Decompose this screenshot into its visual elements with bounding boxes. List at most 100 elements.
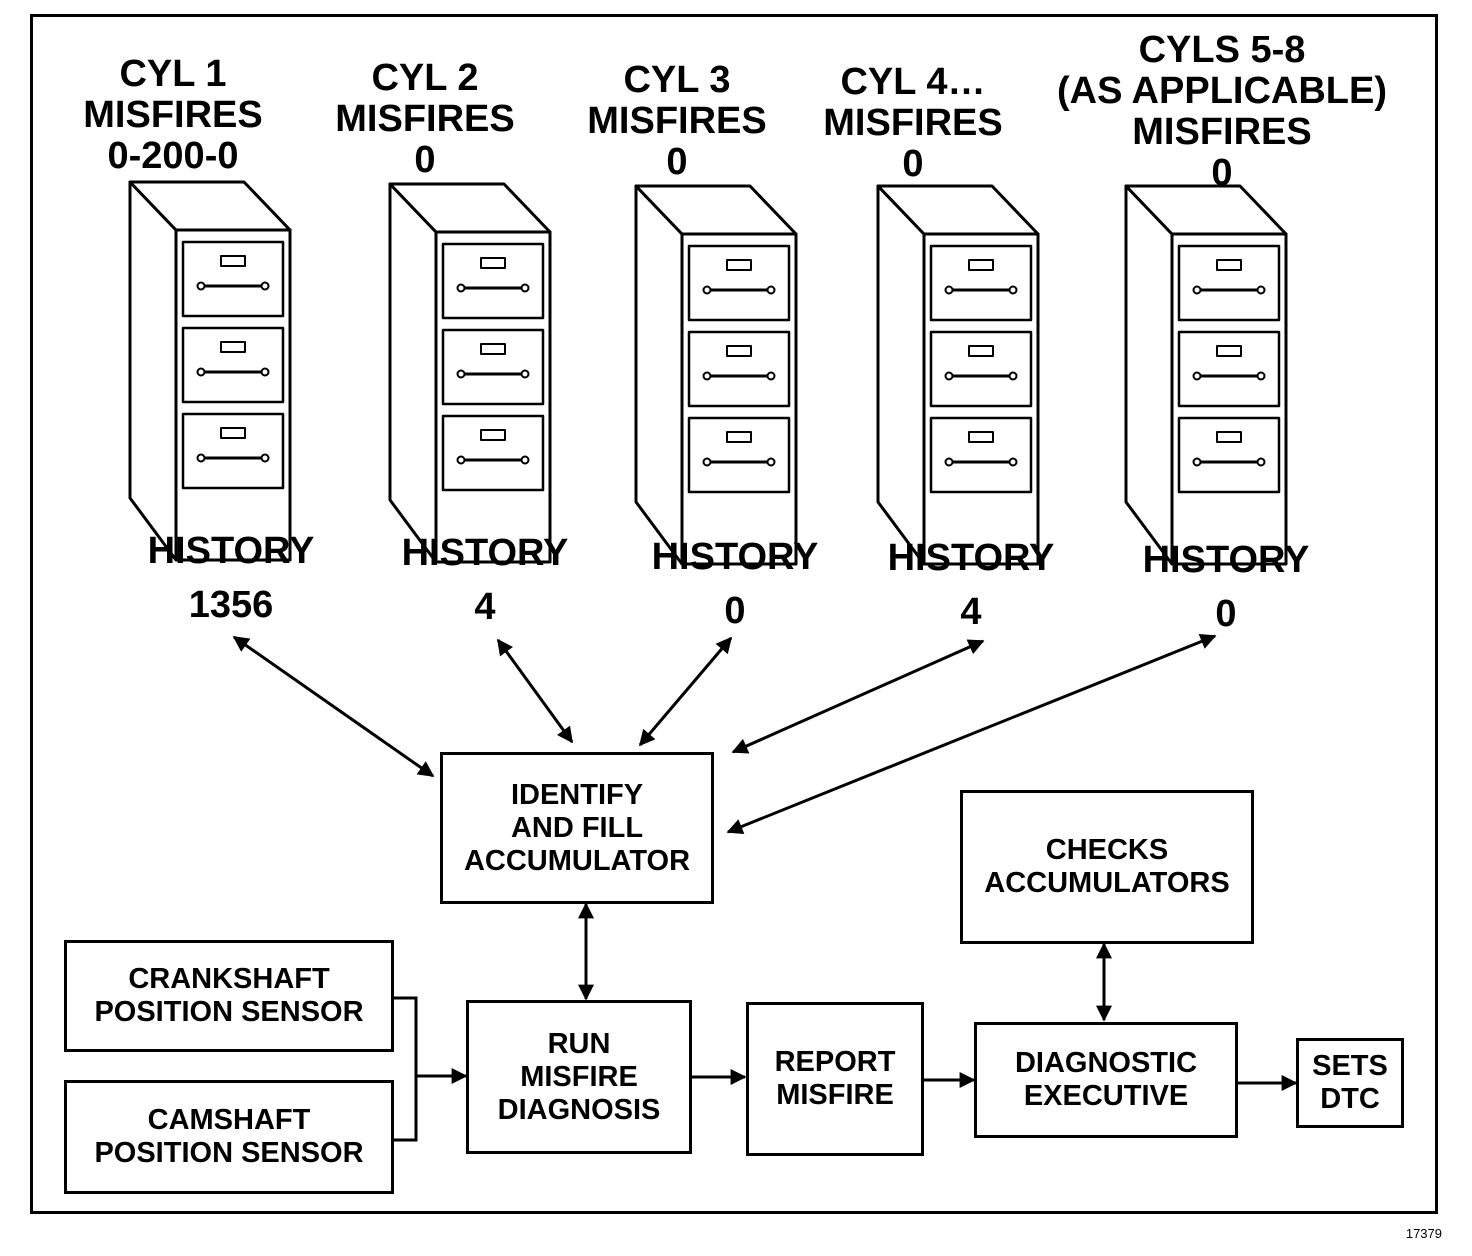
filing-cabinet-5 xyxy=(1124,184,1288,566)
cabinet-side-3 xyxy=(634,184,684,566)
cabinet-1-drawer-2 xyxy=(181,326,285,404)
filing-cabinet-2 xyxy=(388,182,552,564)
drawer-handle-end xyxy=(944,371,954,381)
cyl-4-history-value: 4 xyxy=(960,591,982,633)
drawer-handle-end xyxy=(1192,457,1202,467)
crankshaft-line-1: CRANKSHAFT xyxy=(128,963,330,995)
cyl-4-title: CYL 4… xyxy=(840,61,986,103)
cabinet-1-drawer-1 xyxy=(181,240,285,318)
cabinet-4-drawer-3 xyxy=(929,416,1033,494)
checks-accumulators-box: CHECKS ACCUMULATORS xyxy=(960,790,1254,944)
cyl-1-header: CYL 1 MISFIRES 0-200-0 xyxy=(66,54,280,177)
drawer-handle-end xyxy=(196,453,206,463)
diagram-frame xyxy=(30,14,1438,1214)
drawer-label-holder xyxy=(220,427,246,439)
drawer-handle-end xyxy=(520,455,530,465)
arrow-history-2-accumulator xyxy=(496,638,574,744)
cyl-2-title: CYL 2 xyxy=(371,57,479,99)
cyl-3-header: CYL 3 MISFIRES 0 xyxy=(570,60,784,183)
drawer-handle-end xyxy=(702,285,712,295)
drawer-handle-end xyxy=(1008,371,1018,381)
cyl-5-8-misfires-label: MISFIRES xyxy=(1132,111,1312,153)
camshaft-sensor-box: CAMSHAFT POSITION SENSOR xyxy=(64,1080,394,1194)
cabinet-3-drawer-2 xyxy=(687,330,791,408)
drawer-handle-end xyxy=(766,457,776,467)
drawer-label-holder xyxy=(1216,259,1242,271)
cabinet-2-drawer-2 xyxy=(441,328,545,406)
cyl-3-history-value: 0 xyxy=(724,590,746,632)
cabinet-4-drawer-1 xyxy=(929,244,1033,322)
drawer-handle-end xyxy=(702,457,712,467)
crankshaft-line-2: POSITION SENSOR xyxy=(94,996,364,1028)
drawer-label-holder xyxy=(1216,431,1242,443)
report-line-1: REPORT xyxy=(774,1046,896,1078)
cyl-5-8-misfires-value: 0 xyxy=(1211,152,1233,194)
drawer-handle-end xyxy=(520,283,530,293)
drawer-handle-end xyxy=(1008,285,1018,295)
cyl-5-8-header: CYLS 5-8 (AS APPLICABLE) MISFIRES 0 xyxy=(1030,30,1414,194)
arrow-history-3-accumulator xyxy=(638,636,733,747)
cabinet-5-drawer-2 xyxy=(1177,330,1281,408)
drawer-label-holder xyxy=(220,341,246,353)
cyl-1-title: CYL 1 xyxy=(119,53,227,95)
sets-line-2: DTC xyxy=(1320,1083,1380,1115)
figure-number: 17379 xyxy=(1405,1226,1442,1241)
cyl-2-history-value: 4 xyxy=(474,586,496,628)
drawer-handle-end xyxy=(456,455,466,465)
run-misfire-diagnosis-box: RUN MISFIRE DIAGNOSIS xyxy=(466,1000,692,1154)
cyl-4-misfires-label: MISFIRES xyxy=(823,102,1003,144)
drawer-handle-end xyxy=(520,369,530,379)
cyl-2-misfires-label: MISFIRES xyxy=(335,98,515,140)
cyl-3-history-label: HISTORY xyxy=(651,536,819,578)
cyl-4-history-label: HISTORY xyxy=(887,537,1055,579)
camshaft-line-1: CAMSHAFT xyxy=(147,1104,311,1136)
drawer-handle-end xyxy=(1256,371,1266,381)
arrow-history-4-accumulator xyxy=(731,639,985,754)
filing-cabinet-1 xyxy=(128,180,292,562)
identify-fill-accumulator-box: IDENTIFY AND FILL ACCUMULATOR xyxy=(440,752,714,904)
sets-dtc-box: SETS DTC xyxy=(1296,1038,1404,1128)
drawer-handle-end xyxy=(1008,457,1018,467)
cyl-5-8-history: HISTORY 0 xyxy=(1119,533,1333,641)
sets-line-1: SETS xyxy=(1312,1050,1388,1082)
drawer-label-holder xyxy=(480,429,506,441)
cyl-5-8-applicable-note: (AS APPLICABLE) xyxy=(1056,70,1388,112)
run-line-1: RUN xyxy=(547,1027,611,1060)
cyl-5-8-history-value: 0 xyxy=(1215,593,1237,635)
drawer-label-holder xyxy=(726,259,752,271)
drawer-handle-end xyxy=(702,371,712,381)
crankshaft-connector xyxy=(393,996,418,1076)
drawer-label-holder xyxy=(480,257,506,269)
arrow-history-1-accumulator xyxy=(232,635,435,778)
crankshaft-sensor-box: CRANKSHAFT POSITION SENSOR xyxy=(64,940,394,1052)
cyl-3-misfires-value: 0 xyxy=(666,141,688,183)
cabinet-5-drawer-1 xyxy=(1177,244,1281,322)
cabinet-side-4 xyxy=(876,184,926,566)
camshaft-connector xyxy=(393,1076,418,1142)
camshaft-line-2: POSITION SENSOR xyxy=(94,1137,364,1169)
diagnostic-executive-box: DIAGNOSTIC EXECUTIVE xyxy=(974,1022,1238,1138)
cabinet-2-drawer-3 xyxy=(441,414,545,492)
cyl-1-misfires-value: 0-200-0 xyxy=(107,135,239,177)
identify-line-3: ACCUMULATOR xyxy=(463,844,691,877)
drawer-label-holder xyxy=(220,255,246,267)
drawer-handle-end xyxy=(944,457,954,467)
drawer-handle-end xyxy=(1256,457,1266,467)
checks-line-2: ACCUMULATORS xyxy=(984,867,1230,899)
drawer-handle-end xyxy=(456,283,466,293)
identify-line-2: AND FILL xyxy=(510,811,644,844)
identify-line-1: IDENTIFY xyxy=(510,778,644,811)
drawer-label-holder xyxy=(968,431,994,443)
cyl-1-history: HISTORY 1356 xyxy=(124,524,338,632)
drawer-label-holder xyxy=(726,345,752,357)
cyl-5-8-history-label: HISTORY xyxy=(1142,539,1310,581)
cyl-3-misfires-label: MISFIRES xyxy=(587,100,767,142)
drawer-label-holder xyxy=(968,345,994,357)
drawer-handle-end xyxy=(1192,285,1202,295)
diagnostic-line-2: EXECUTIVE xyxy=(1023,1080,1189,1112)
filing-cabinet-4 xyxy=(876,184,1040,566)
drawer-label-holder xyxy=(968,259,994,271)
cabinet-side-5 xyxy=(1124,184,1174,566)
cabinet-3-drawer-1 xyxy=(687,244,791,322)
drawer-handle-end xyxy=(456,369,466,379)
